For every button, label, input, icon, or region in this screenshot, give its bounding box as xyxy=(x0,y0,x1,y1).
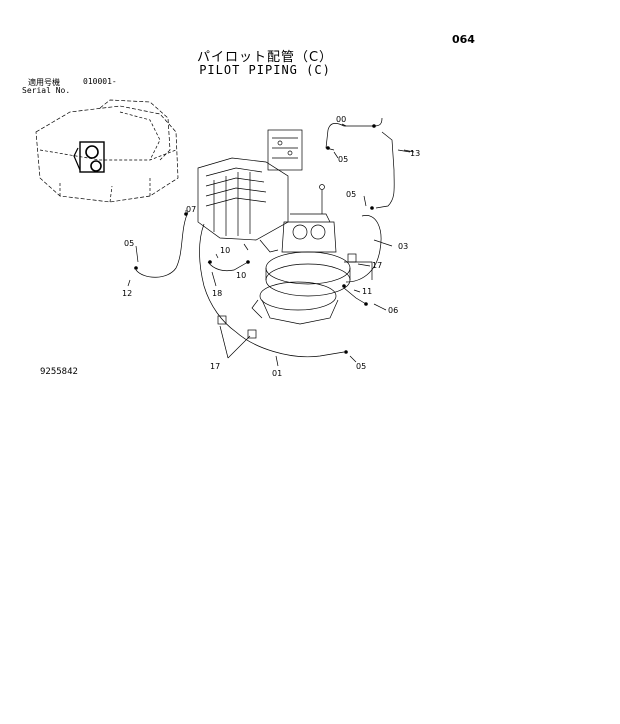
callout-05b: 05 xyxy=(346,190,356,199)
callout-07: 07 xyxy=(186,205,196,214)
hose-07 xyxy=(135,211,189,278)
hose-13 xyxy=(375,131,395,209)
callout-05c: 05 xyxy=(124,239,134,248)
callout-13: 13 xyxy=(410,149,420,158)
excavator-inset-sketch xyxy=(35,99,179,203)
serial-value: 010001- xyxy=(83,77,117,86)
swing-motor-assembly xyxy=(251,184,351,325)
serial-label-english: Serial No. xyxy=(22,86,71,95)
hose-03 xyxy=(345,215,382,283)
title-japanese: パイロット配管（C） xyxy=(196,50,334,65)
callout-12: 12 xyxy=(122,289,132,298)
clamp-17b-icon xyxy=(247,329,257,339)
hose-11 xyxy=(343,287,367,305)
hose-01 xyxy=(199,223,345,358)
callout-10a: 10 xyxy=(220,246,230,255)
callout-05d: 05 xyxy=(356,362,366,371)
callout-11: 11 xyxy=(362,287,372,296)
title-english: PILOT PIPING (C) xyxy=(199,63,331,77)
clamp-17a-icon xyxy=(217,315,227,325)
clamp-17c-icon xyxy=(347,253,357,263)
callout-03: 03 xyxy=(398,242,408,251)
page-number: 064 xyxy=(452,33,475,46)
callout-17a: 17 xyxy=(372,261,382,270)
serial-label-japanese: 適用号機 xyxy=(28,78,60,87)
callout-05a: 05 xyxy=(338,155,348,164)
hose-18 xyxy=(207,261,249,272)
control-valve-assembly xyxy=(197,129,303,253)
callout-00: 00 xyxy=(336,115,346,124)
hose-00 xyxy=(327,117,383,131)
callout-17b: 17 xyxy=(210,362,220,371)
callout-06: 06 xyxy=(388,306,398,315)
callout-10b: 10 xyxy=(236,271,246,280)
drawing-number: 9255842 xyxy=(40,367,78,377)
callout-01: 01 xyxy=(272,369,282,378)
callout-18: 18 xyxy=(212,289,222,298)
